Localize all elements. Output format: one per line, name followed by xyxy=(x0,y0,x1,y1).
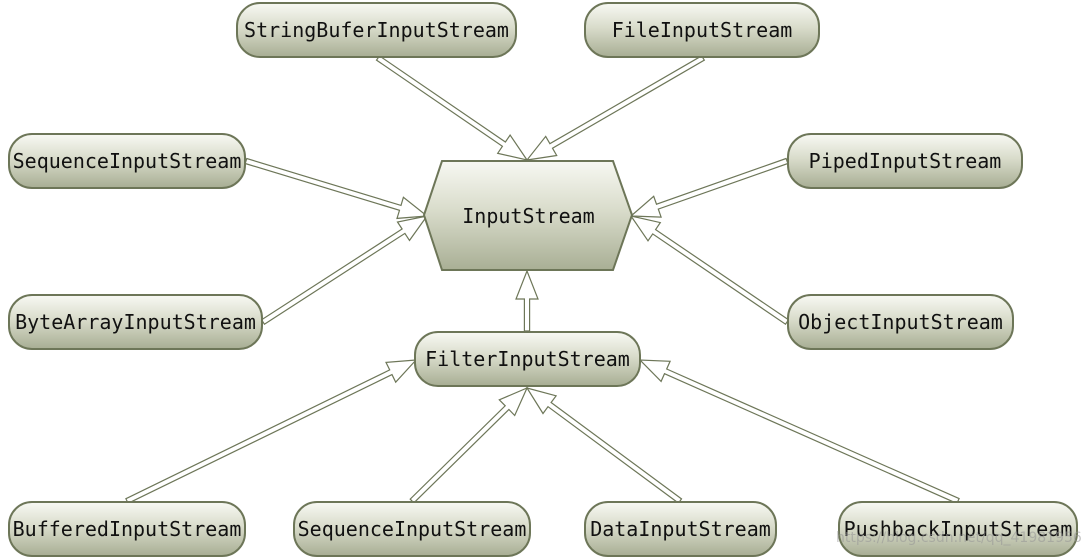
arrow-pushback-to-filter xyxy=(638,359,960,505)
datainputstream-node: DataInputStream xyxy=(584,501,777,557)
fileinputstream-node: FileInputStream xyxy=(584,2,820,58)
arrow-piped-to-inputstream xyxy=(629,157,789,218)
filterinputstream-node: FilterInputStream xyxy=(414,331,641,387)
arrow-sequence2-to-filter xyxy=(409,386,529,504)
watermark-text: https://blog.csdn.net/qq_41981956 xyxy=(836,530,1082,546)
arrow-data-to-filter xyxy=(525,387,683,504)
arrow-object-to-inputstream xyxy=(629,215,790,326)
arrow-bytearray-to-inputstream xyxy=(260,215,429,326)
arrow-filter-to-inputstream xyxy=(515,269,539,332)
pushbackinputstream-node: PushbackInputStream xyxy=(838,501,1078,557)
objectinputstream-node: ObjectInputStream xyxy=(787,294,1014,350)
stringbufferinputstream-node: StringBuferInputStream xyxy=(236,2,517,58)
inputstream-hexagon xyxy=(422,160,634,271)
sequenceinputstream-node-bottom: SequenceInputStream xyxy=(293,501,531,557)
arrow-file-to-inputstream xyxy=(525,54,706,161)
arrow-sequence-to-inputstream xyxy=(244,157,429,220)
arrow-buffered-to-filter xyxy=(125,359,418,505)
inputstream-label: InputStream xyxy=(462,203,595,228)
pipedinputstream-node: PipedInputStream xyxy=(787,133,1023,189)
inputstream-node: InputStream xyxy=(424,160,633,271)
bytearrayinputstream-node: ByteArrayInputStream xyxy=(8,294,263,350)
sequenceinputstream-node-top: SequenceInputStream xyxy=(8,133,246,189)
arrow-stringbuffer-to-inputstream xyxy=(375,55,529,161)
arrows-layer xyxy=(125,54,960,505)
bufferedinputstream-node: BufferedInputStream xyxy=(8,501,246,557)
